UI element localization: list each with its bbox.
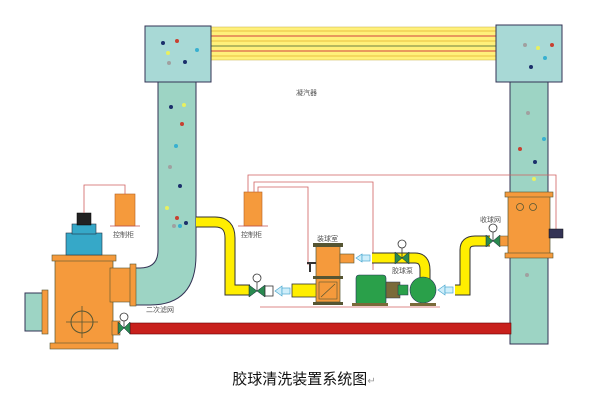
label-control-cabinet-left: 控制柜	[113, 231, 134, 239]
label-ball-pump: 胶球泵	[392, 267, 413, 275]
valve-ball-inlet[interactable]	[248, 273, 274, 298]
rubber-ball	[525, 273, 529, 277]
label-secondary-filter: 二次滤网	[146, 306, 174, 314]
rubber-ball	[542, 137, 546, 141]
valve-collector[interactable]	[485, 223, 511, 248]
rubber-ball	[178, 184, 182, 188]
rubber-ball	[533, 160, 537, 164]
ball-loading-chamber	[307, 243, 355, 305]
ball-return-pipe	[129, 322, 512, 335]
ball-collector	[504, 191, 564, 259]
secondary-filter	[49, 254, 137, 350]
valve-return[interactable]	[117, 312, 131, 335]
rubber-ball	[543, 56, 547, 60]
control-cabinet-mid	[243, 191, 263, 227]
rubber-ball	[172, 224, 176, 228]
rubber-ball	[536, 46, 540, 50]
rubber-ball	[532, 177, 536, 181]
rubber-balls	[161, 39, 554, 277]
label-condenser: 凝汽器	[296, 89, 317, 97]
caption-title: 胶球清洗装置系统图	[232, 370, 368, 388]
label-control-cabinet-mid: 控制柜	[241, 231, 262, 239]
rubber-ball	[168, 165, 172, 169]
flow-arrow-right	[437, 284, 454, 296]
rubber-ball	[183, 60, 187, 64]
condenser-tube-bundle	[209, 26, 501, 61]
rubber-ball	[182, 103, 186, 107]
ball-pump	[352, 274, 437, 306]
rubber-ball	[175, 216, 179, 220]
valve-pump-outlet[interactable]	[394, 239, 410, 265]
paragraph-mark-icon: ↵	[367, 376, 376, 387]
ball-pipe-collector	[455, 235, 490, 296]
rubber-ball	[523, 43, 527, 47]
left-water-box	[144, 25, 212, 83]
rubber-ball	[161, 41, 165, 45]
rubber-ball	[178, 224, 182, 228]
label-ball-collector: 收球网	[480, 216, 501, 224]
inlet-water-pipe	[129, 81, 197, 306]
rubber-ball	[526, 111, 530, 115]
rubber-ball	[195, 48, 199, 52]
rubber-ball	[518, 147, 522, 151]
rubber-ball	[180, 122, 184, 126]
filter-motor	[65, 212, 103, 256]
rubber-ball	[175, 39, 179, 43]
rubber-ball	[166, 51, 170, 55]
right-water-box	[495, 24, 563, 83]
diagram-caption: 胶球清洗装置系统图↵	[0, 368, 608, 389]
label-ball-loading-chamber: 装球室	[317, 235, 338, 243]
rubber-ball	[529, 65, 533, 69]
flow-arrow-left	[274, 285, 291, 297]
rubber-ball	[184, 221, 188, 225]
rubber-ball	[174, 144, 178, 148]
rubber-ball	[169, 105, 173, 109]
control-cabinet-left	[114, 193, 136, 227]
rubber-ball	[550, 43, 554, 47]
rubber-ball	[165, 206, 169, 210]
rubber-ball	[167, 61, 171, 65]
signal-wire-left	[83, 184, 126, 213]
flow-arrow-mid	[355, 253, 371, 263]
